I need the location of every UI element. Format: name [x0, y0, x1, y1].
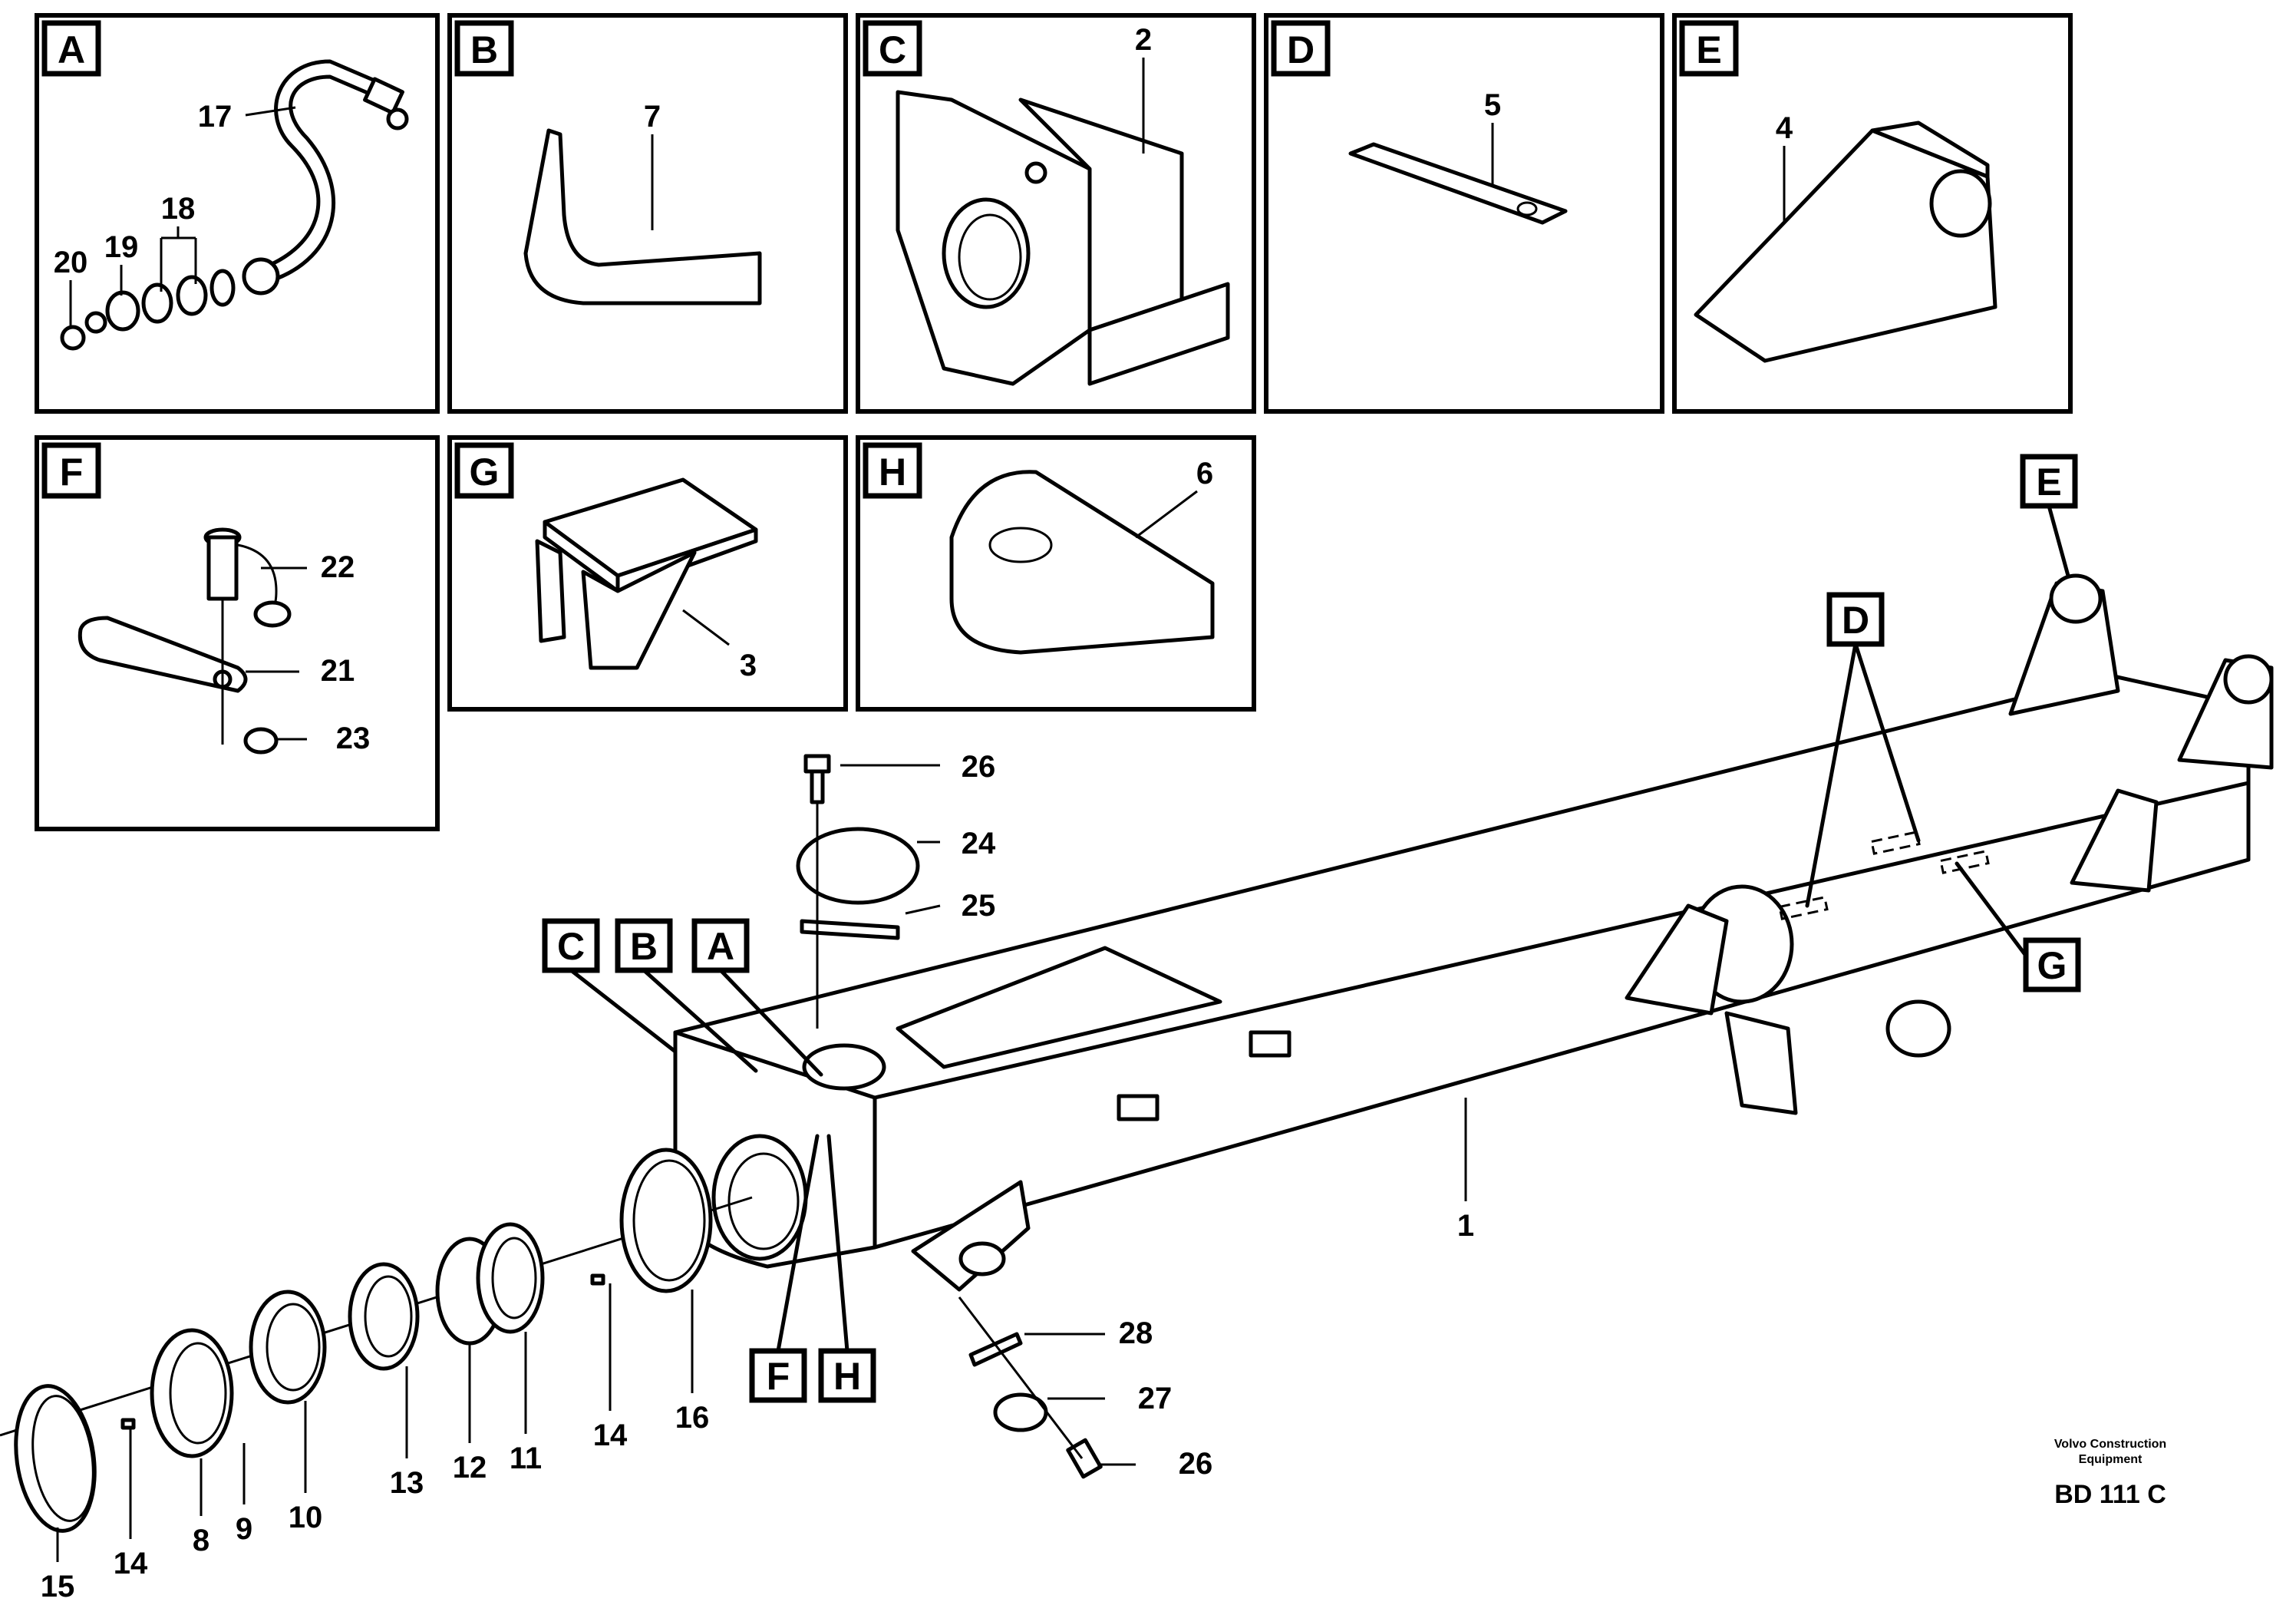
part-13: 13 — [390, 1466, 424, 1500]
panel-a: A 17 18 19 20 — [35, 13, 440, 414]
part-25: 25 — [962, 889, 996, 923]
part-1: 1 — [1457, 1209, 1474, 1243]
part-14-left: 14 — [114, 1547, 148, 1580]
part-9: 9 — [236, 1512, 252, 1546]
top-fasteners: 26 24 25 — [796, 750, 996, 1029]
part-8: 8 — [193, 1524, 209, 1557]
drawing-code: BD 111 C — [2054, 1480, 2166, 1509]
panel-c-tag: C — [879, 28, 906, 71]
panel-e: E 4 — [1672, 13, 2073, 414]
part-26-bottom: 26 — [1179, 1447, 1213, 1481]
tag-d: D — [1842, 599, 1869, 642]
part-3: 3 — [740, 649, 757, 682]
panel-f: F 22 21 23 — [35, 435, 440, 831]
panel-c: C 2 — [856, 13, 1256, 414]
axle-exploded-parts — [0, 1148, 753, 1533]
bottom-fasteners: 28 27 26 — [958, 1296, 1213, 1481]
panel-f-tag: F — [60, 451, 84, 494]
panel-h-tag: H — [879, 451, 906, 494]
part-21: 21 — [321, 654, 355, 688]
maker-line-1: Volvo Construction — [2054, 1438, 2166, 1451]
part-15: 15 — [41, 1570, 75, 1603]
main-frame — [673, 573, 2274, 1292]
part-2: 2 — [1135, 23, 1152, 57]
part-19: 19 — [104, 230, 139, 264]
tag-h: H — [833, 1355, 861, 1398]
part-23: 23 — [336, 722, 371, 755]
panel-h: H 6 — [856, 435, 1256, 712]
part-10: 10 — [289, 1501, 323, 1534]
panel-b: B 7 — [447, 13, 848, 414]
part-28: 28 — [1119, 1316, 1153, 1350]
panel-e-tag: E — [1696, 28, 1721, 71]
part-6: 6 — [1196, 457, 1213, 490]
part-27: 27 — [1138, 1382, 1173, 1415]
panel-d-tag: D — [1287, 28, 1315, 71]
part-20: 20 — [54, 246, 88, 279]
tag-f: F — [767, 1355, 790, 1398]
maker-line-2: Equipment — [2079, 1453, 2143, 1466]
part-24: 24 — [962, 827, 996, 860]
panel-a-tag: A — [58, 28, 85, 71]
tag-a: A — [707, 925, 734, 968]
part-11: 11 — [510, 1442, 542, 1475]
part-16: 16 — [675, 1401, 710, 1435]
tag-c: C — [557, 925, 585, 968]
tag-b: B — [630, 925, 658, 968]
part-12: 12 — [453, 1451, 487, 1485]
part-26-top: 26 — [962, 750, 996, 784]
part-7: 7 — [644, 100, 661, 134]
panel-d: D 5 — [1264, 13, 1664, 414]
panel-g-tag: G — [470, 451, 500, 494]
part-5: 5 — [1484, 88, 1501, 122]
tag-e: E — [2036, 461, 2061, 504]
panel-g: G 3 — [447, 435, 848, 712]
part-17: 17 — [198, 100, 233, 134]
part-22: 22 — [321, 550, 355, 584]
part-4: 4 — [1776, 111, 1793, 145]
panel-b-tag: B — [470, 28, 498, 71]
part-14-right: 14 — [593, 1418, 628, 1452]
tag-g: G — [2037, 944, 2067, 987]
part-18: 18 — [161, 192, 196, 226]
